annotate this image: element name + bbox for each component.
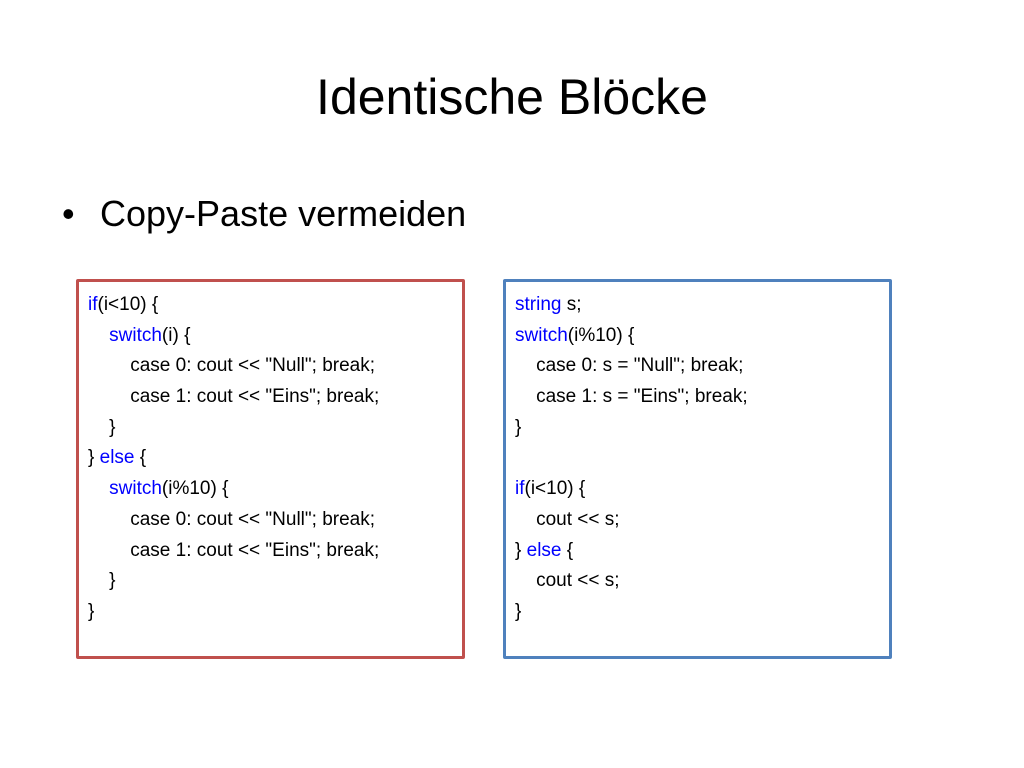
code-line: case 0: cout << "Null"; break; [88,505,462,536]
code-line: cout << s; [515,505,889,536]
code-text: } [515,539,527,561]
bullet-text: Copy-Paste vermeiden [100,193,467,234]
code-line: if(i<10) { [515,474,889,505]
code-line: case 1: s = "Eins"; break; [515,382,889,413]
code-line: } [515,413,889,444]
code-line: } [88,566,462,597]
code-line: cout << s; [515,566,889,597]
code-text: case 0: s = "Null"; break; [515,355,744,377]
code-text: case 1: s = "Eins"; break; [515,386,748,408]
code-text: case 1: cout << "Eins"; break; [88,386,380,408]
code-line: } [88,597,462,628]
code-text: case 1: cout << "Eins"; break; [88,539,380,561]
code-text: s; [561,294,582,315]
code-line [515,443,889,474]
code-text: { [134,447,147,469]
code-line: case 1: cout << "Eins"; break; [88,536,462,567]
code-line: switch(i%10) { [88,474,462,505]
code-line: string s; [515,290,889,321]
code-text: (i%10) { [161,478,229,500]
code-keyword: switch [109,324,162,346]
code-text: (i<10) { [524,478,586,500]
code-text: (i<10) { [97,294,159,315]
code-keyword: if [88,294,98,315]
code-text: (i%10) { [567,324,635,346]
code-text: case 0: cout << "Null"; break; [88,355,376,377]
code-keyword: else [526,539,562,561]
bullet-item: • Copy-Paste vermeiden [62,190,466,238]
code-keyword: if [515,478,525,500]
code-line: case 0: cout << "Null"; break; [88,351,462,382]
code-line: switch(i%10) { [515,321,889,352]
code-text: } [88,416,116,438]
code-text: } [88,600,95,622]
code-text [88,478,109,499]
code-keyword: switch [109,478,162,500]
code-text: } [515,416,522,438]
code-line: if(i<10) { [88,290,462,321]
code-line: case 0: s = "Null"; break; [515,351,889,382]
code-text: } [88,447,100,469]
code-text: cout << s; [515,508,620,530]
code-line: } else { [88,443,462,474]
code-text: case 0: cout << "Null"; break; [88,508,376,530]
code-keyword: else [99,447,135,469]
code-keyword: switch [515,324,568,346]
code-line: } [88,413,462,444]
code-box-refactored: string s;switch(i%10) { case 0: s = "Nul… [503,279,892,659]
code-text: } [88,570,116,592]
bullet-dot: • [62,193,75,234]
code-text: (i) { [161,324,191,346]
code-line: } [515,597,889,628]
code-keyword: string [515,294,562,315]
code-text: cout << s; [515,570,620,592]
code-line: switch(i) { [88,321,462,352]
code-line: case 1: cout << "Eins"; break; [88,382,462,413]
code-text: } [515,600,522,622]
code-line: } else { [515,536,889,567]
slide-title: Identische Blöcke [316,69,708,125]
code-text: { [561,539,574,561]
code-text [88,325,109,346]
code-box-original: if(i<10) { switch(i) { case 0: cout << "… [76,279,465,659]
